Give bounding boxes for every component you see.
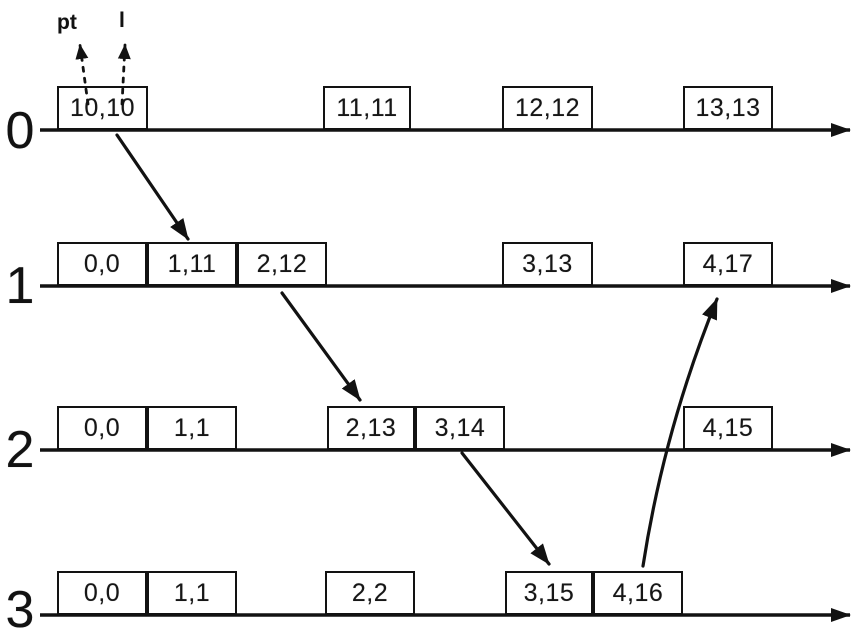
event-box: 11,11 bbox=[323, 86, 411, 130]
event-box: 13,13 bbox=[683, 86, 773, 130]
event-box: 1,11 bbox=[147, 242, 237, 286]
event-box: 4,15 bbox=[683, 406, 773, 450]
event-box: 0,0 bbox=[57, 406, 147, 450]
event-box: 0,0 bbox=[57, 242, 147, 286]
process-label-3: 3 bbox=[5, 581, 35, 639]
message-arrow-p0-to-p1 bbox=[115, 133, 190, 241]
event-box: 3,14 bbox=[415, 406, 505, 450]
event-box: 3,13 bbox=[502, 242, 593, 286]
event-box: 4,16 bbox=[593, 571, 683, 615]
event-box: 1,1 bbox=[147, 406, 237, 450]
pt-annotation-label: pt bbox=[57, 11, 77, 34]
event-box: 2,2 bbox=[325, 571, 415, 615]
l-annotation-arrow bbox=[117, 43, 131, 106]
event-box: 10,10 bbox=[57, 86, 148, 130]
event-box: 4,17 bbox=[683, 242, 773, 286]
process-label-2: 2 bbox=[5, 421, 35, 479]
event-box: 2,13 bbox=[327, 406, 415, 450]
event-box: 0,0 bbox=[57, 571, 147, 615]
message-arrow-p1-to-p2 bbox=[280, 291, 362, 402]
event-box: 12,12 bbox=[502, 86, 593, 130]
process-label-0: 0 bbox=[5, 102, 35, 160]
pt-annotation-arrow bbox=[75, 43, 90, 106]
event-box: 1,1 bbox=[147, 571, 237, 615]
event-box: 2,12 bbox=[237, 242, 327, 286]
event-box: 3,15 bbox=[505, 571, 593, 615]
message-arrow-p3-to-p1 bbox=[641, 297, 719, 568]
l-annotation-label: l bbox=[119, 9, 125, 32]
process-label-1: 1 bbox=[5, 257, 35, 315]
message-arrow-p2-to-p3 bbox=[460, 451, 551, 566]
